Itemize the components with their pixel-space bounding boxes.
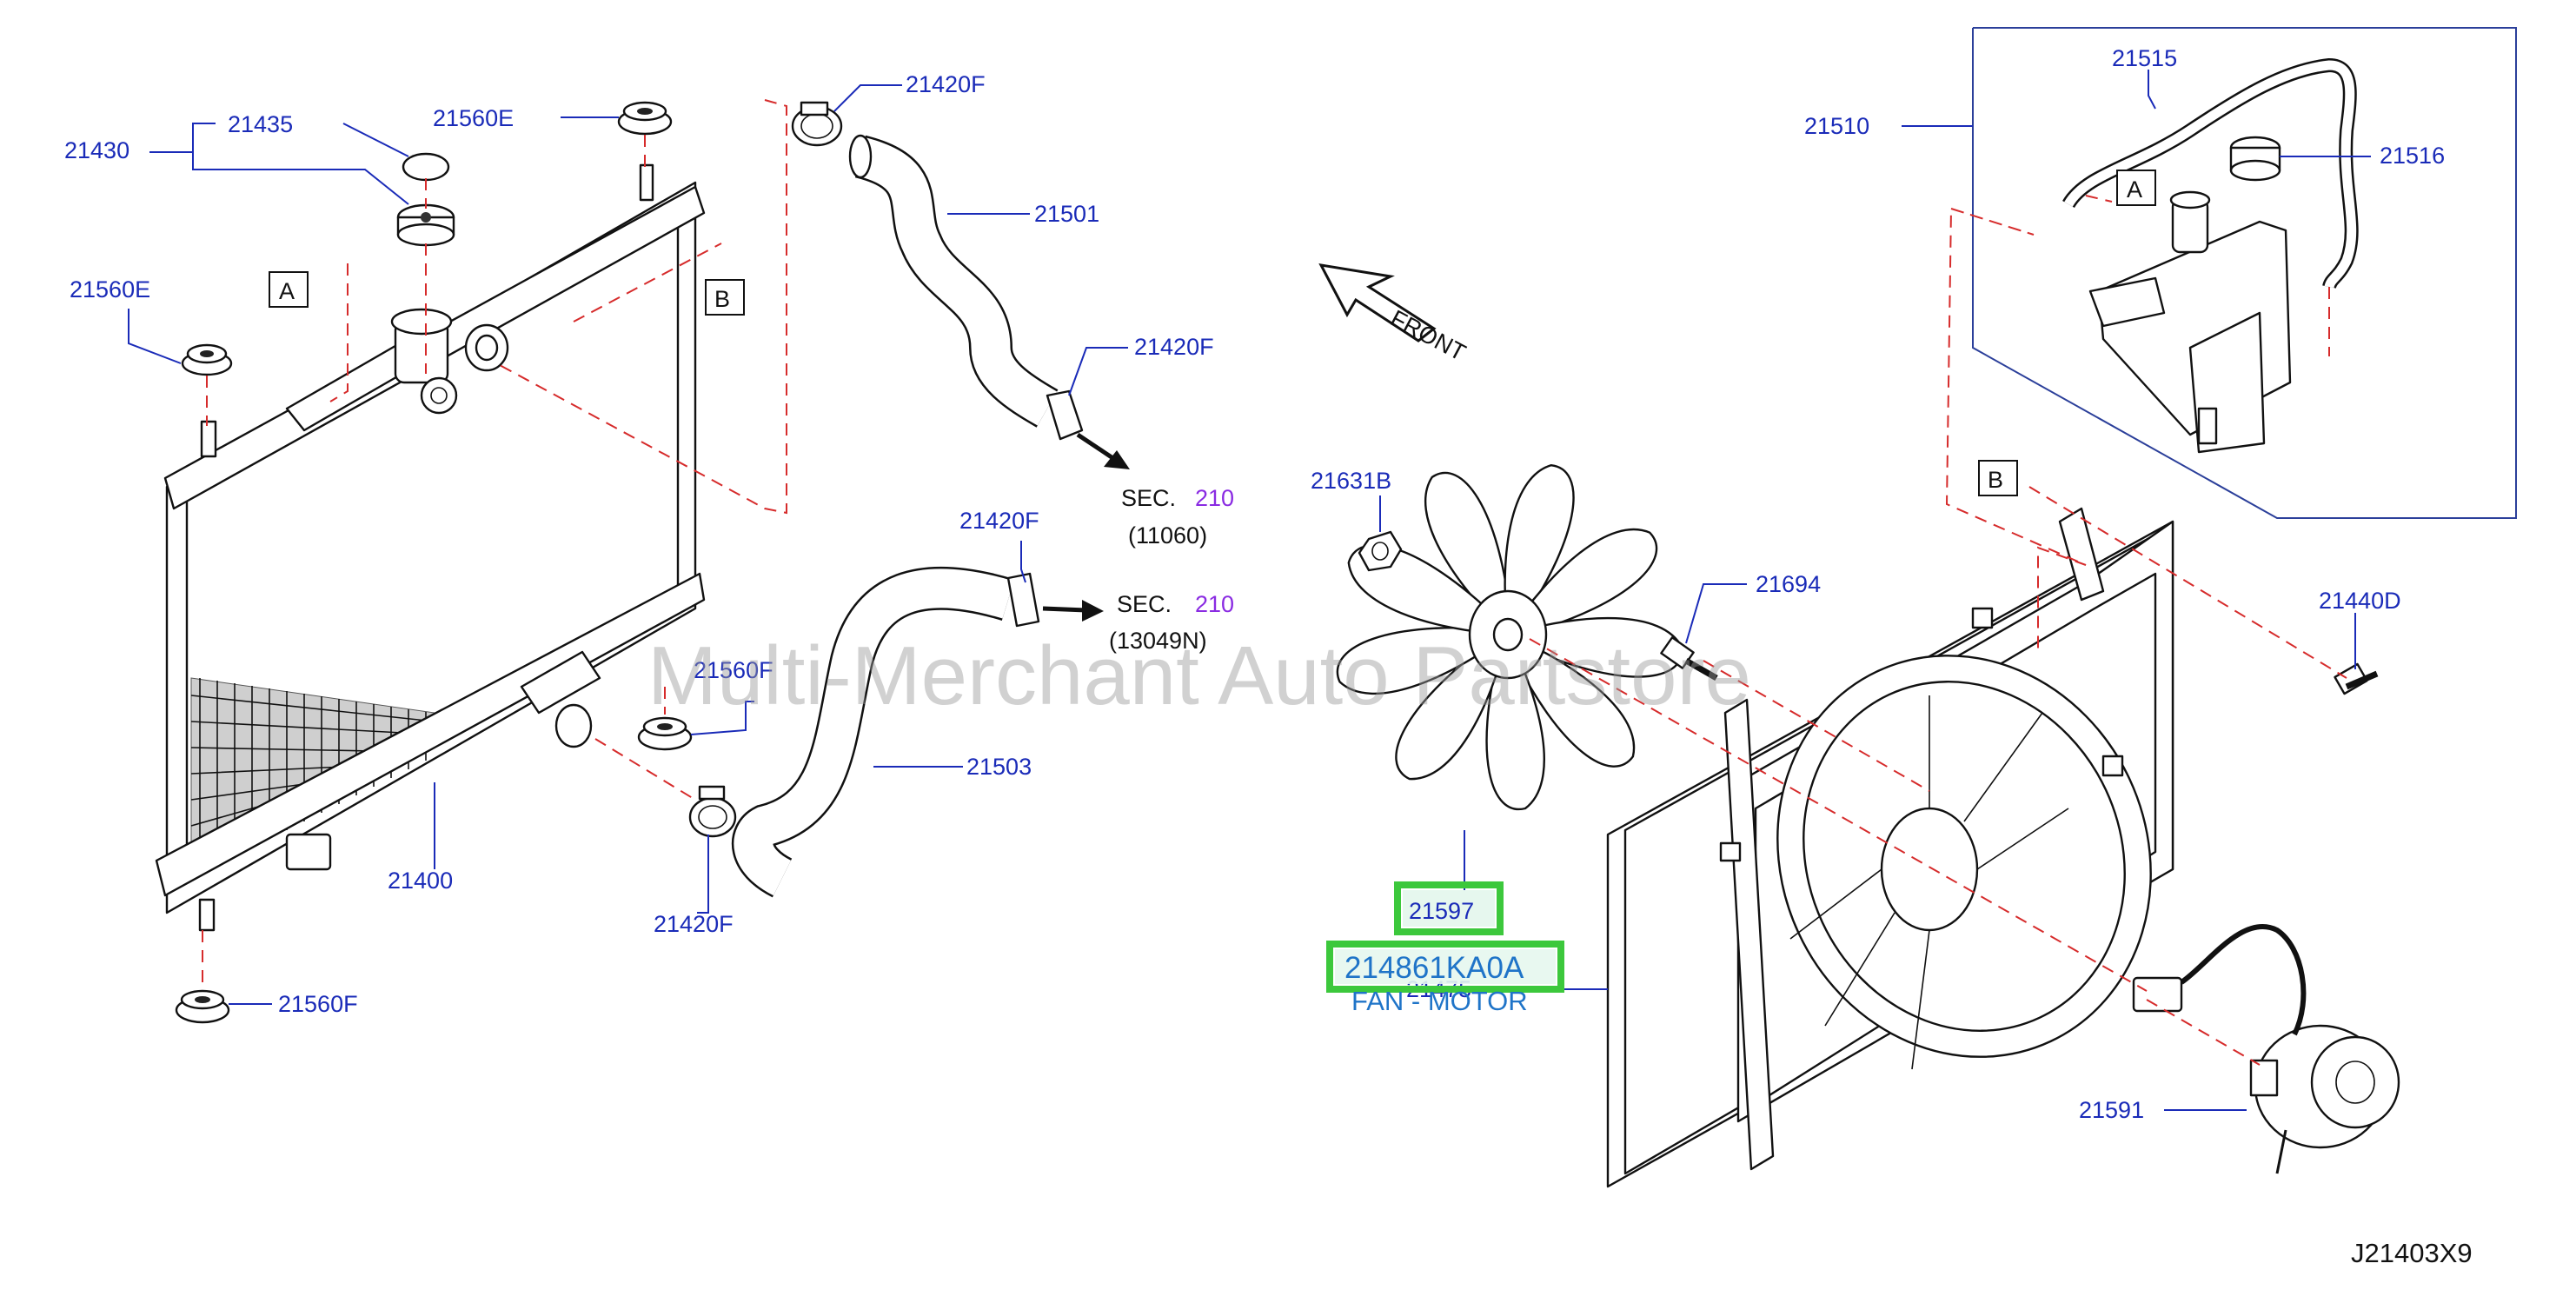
shroud-bolt-right[interactable] [2334, 662, 2379, 695]
callout-21516[interactable]: 21516 [2380, 143, 2445, 169]
front-arrow [1318, 263, 1437, 342]
callout-21510[interactable]: 21510 [1804, 113, 1869, 139]
hose-clamp-mid[interactable] [1046, 389, 1084, 441]
grommet-left[interactable] [181, 343, 233, 376]
part-description: FAN - MOTOR [1351, 986, 1528, 1016]
item-code-21597[interactable]: 21597 [1409, 898, 1474, 924]
callout-21560f-mid[interactable]: 21560F [694, 657, 773, 683]
callout-21435[interactable]: 21435 [228, 111, 293, 137]
grommet-bottom[interactable] [175, 989, 230, 1024]
callout-21560f-bottom[interactable]: 21560F [278, 991, 358, 1017]
sec-arrow-2 [1042, 600, 1104, 622]
ref-b-right: B [1988, 467, 2003, 493]
sec-2-code: (13049N) [1109, 628, 1207, 654]
leader-lines [128, 70, 2371, 1111]
ref-a-right: A [2127, 176, 2142, 203]
ref-box-b-left [705, 279, 745, 316]
sec-1-code: (11060) [1128, 522, 1207, 549]
shroud-bolt-mid[interactable] [1660, 636, 1718, 682]
sec-1-number[interactable]: 210 [1195, 485, 1234, 511]
callout-21560e-top[interactable]: 21560E [433, 105, 514, 131]
radiator-cap[interactable] [396, 203, 455, 247]
part-number[interactable]: 214861KA0A [1344, 951, 1524, 985]
reservoir-cap[interactable] [2229, 136, 2281, 182]
lower-hose[interactable] [731, 566, 1015, 898]
radiator[interactable] [155, 163, 706, 932]
callout-21501[interactable]: 21501 [1034, 201, 1099, 227]
fan-shroud[interactable] [1606, 507, 2216, 1188]
callout-21420f-bottom[interactable]: 21420F [654, 911, 734, 937]
dashed-guides [202, 99, 2347, 1066]
watermark: Multi-Merchant Auto Partstore [647, 629, 1751, 722]
ref-box-a-right [2116, 170, 2156, 206]
diagram-code: J21403X9 [2351, 1238, 2473, 1268]
ref-box-b-right [1978, 460, 2018, 496]
cap-seal[interactable] [402, 152, 450, 182]
callout-21515[interactable]: 21515 [2112, 45, 2177, 71]
ref-box-a-left [269, 271, 309, 308]
part-number-highlight [1326, 941, 1564, 993]
fan-nut[interactable] [1358, 530, 1403, 572]
hose-clamp-top[interactable] [791, 101, 843, 147]
sec-2-number[interactable]: 210 [1195, 591, 1234, 617]
hose-clamp-low[interactable] [1006, 572, 1040, 628]
highlighted-part[interactable]: 21597 214861KA0A FAN - MOTOR [1326, 881, 1564, 1016]
sec-2-label: SEC. [1117, 591, 1172, 617]
sec-1-label: SEC. [1121, 485, 1176, 511]
callout-21430[interactable]: 21430 [64, 137, 129, 163]
ref-a-left: A [279, 278, 295, 304]
reservoir-tank[interactable] [2088, 190, 2292, 454]
item-code-bg [1403, 890, 1495, 927]
callout-21591[interactable]: 21591 [2079, 1097, 2144, 1123]
callout-21503[interactable]: 21503 [966, 754, 1032, 780]
upper-hose[interactable] [848, 134, 1059, 428]
callout-21631b[interactable]: 21631B [1311, 468, 1391, 494]
callout-21440d[interactable]: 21440D [2319, 588, 2401, 614]
ref-b-left: B [714, 286, 730, 312]
sec-arrow-1 [1076, 432, 1130, 469]
callout-21400[interactable]: 21400 [388, 868, 453, 894]
callout-21420f-top[interactable]: 21420F [906, 71, 986, 97]
callout-21694[interactable]: 21694 [1756, 571, 1821, 597]
callout-21420f-mid[interactable]: 21420F [1134, 334, 1214, 360]
fan-motor[interactable] [2132, 924, 2400, 1174]
item-code-highlight [1394, 881, 1504, 935]
grommet-mid[interactable] [637, 716, 693, 751]
grommet-top[interactable] [617, 101, 673, 136]
callout-21560e-left[interactable]: 21560E [70, 276, 150, 303]
hose-clamp-bottom[interactable] [688, 785, 737, 838]
callout-21420f-low[interactable]: 21420F [959, 508, 1039, 534]
front-label: FRONT [1386, 305, 1470, 366]
overflow-hose[interactable] [2062, 57, 2359, 289]
reservoir-box [1972, 27, 2517, 519]
part-number-bg [1335, 949, 1556, 984]
